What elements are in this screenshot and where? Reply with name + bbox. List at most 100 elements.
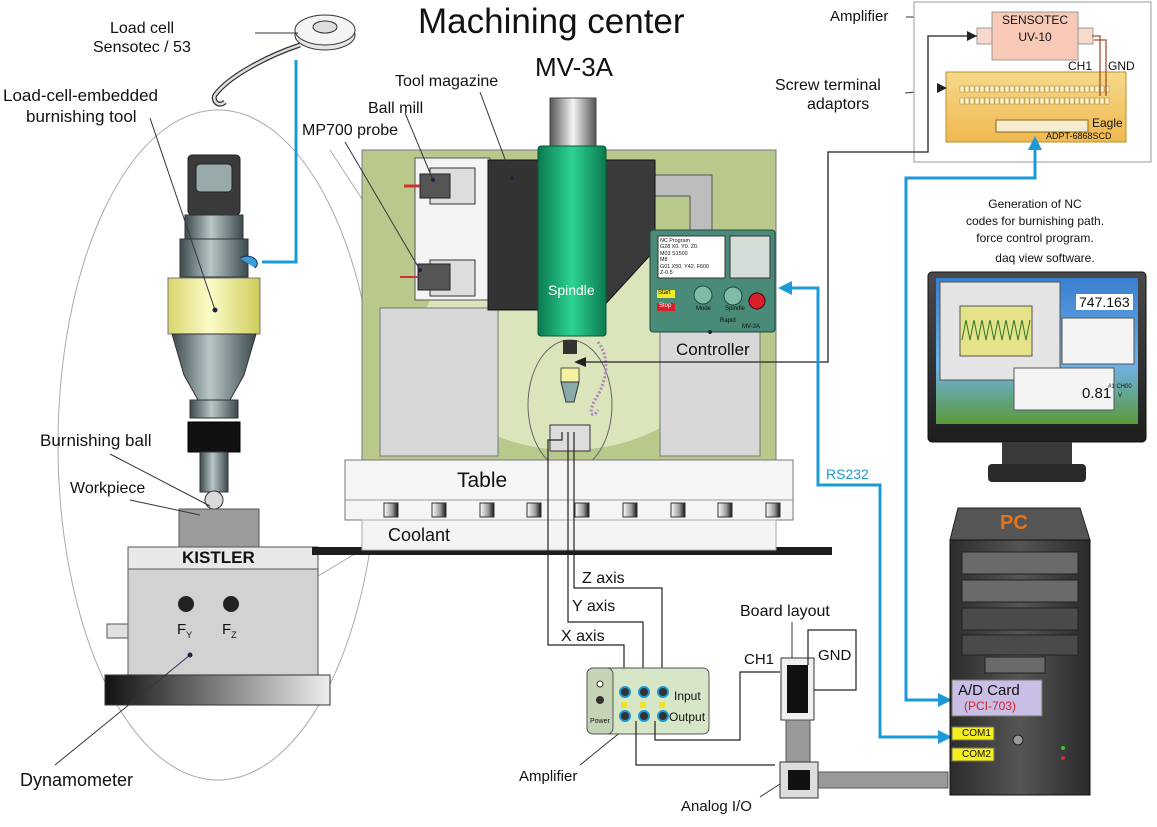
amplifier-top-label: Amplifier [830,8,889,25]
com2-label: COM2 [962,749,991,760]
tooling-mini [563,340,577,354]
table-label: Table [457,469,508,492]
terminal-screw [974,97,980,105]
sensotec-gnd-label: GND [1108,59,1135,73]
sensotec-ch1-wire [1092,35,1101,96]
dynamometer-top-plate [127,546,319,570]
terminal-screw [1049,97,1055,105]
detail-connector-line [329,149,367,206]
terminal-screw [1069,85,1075,93]
mode-dial-icon [693,285,713,305]
controller-model-label: MV-3A [742,324,761,330]
terminal-screw [1089,85,1095,93]
terminal-screw [1089,97,1095,105]
ad-card-box [951,679,1043,717]
controller-screen [657,235,726,279]
terminal-screw [999,97,1005,105]
amplifier-output-jacks [619,710,669,722]
terminal-screw [969,85,975,93]
sensotec-name: SENSOTEC [1001,13,1068,27]
arrow-head-icon [937,83,947,93]
fy-label: FY [177,621,193,640]
monitor-unit: V [1118,393,1123,399]
terminal-screw [1009,85,1015,93]
software-desc-4: daq view software. [995,251,1095,265]
ball-mill-icon [419,173,451,199]
fz-connector-icon [223,596,239,612]
sensotec-ch1-label: CH1 [1068,59,1093,73]
terminal-screw [1064,85,1070,93]
spindle-dial-icon [723,286,743,306]
coolant-hose [589,341,608,416]
machine-model-label: MV-3A [535,52,614,82]
terminal-screw [1029,97,1035,105]
terminal-screw [964,85,970,93]
daq-cable [904,146,1037,702]
dvd-drive-2 [961,579,1079,603]
terminal-screw [1039,85,1045,93]
sensotec-port-left [976,27,993,45]
com1-label: COM1 [962,728,991,739]
terminal-screw [1014,85,1020,93]
terminal-screw [1034,97,1040,105]
workpiece [178,508,260,548]
leader-dot [431,178,435,182]
power-switch-icon [596,696,604,704]
board-gnd-wire [807,629,857,691]
terminal-screw [1094,85,1100,93]
mp700-probe-label: MP700 probe [302,122,399,139]
ball-mill-label: Ball mill [368,100,424,117]
terminal-screw [1074,97,1080,105]
burnishing-tool-label-2: burnishing tool [26,107,137,126]
terminal-screw [989,85,995,93]
terminal-screw [994,97,1000,105]
terminal-screw [1019,97,1025,105]
amp-input-label: Input [674,689,701,703]
pc-power-button-icon [1012,734,1024,746]
pc-led-icon [1061,746,1065,750]
terminal-screw [1069,97,1075,105]
x-axis-label: X axis [561,628,605,645]
software-desc-1: Generation of NC [988,197,1082,211]
arrow-head-icon [967,31,977,41]
burnishing-ball-label: Burnishing ball [40,431,152,450]
terminal-screw [1024,85,1030,93]
terminal-screw [1064,97,1070,105]
sensotec-model: UV-10 [1018,30,1052,44]
terminal-screw [1084,97,1090,105]
controller-mode-label: Mode [696,306,712,312]
terminal-screw [1034,85,1040,93]
fy-connector-icon [178,596,194,612]
terminal-screw [1019,85,1025,93]
controller-label: Controller [676,340,750,359]
dynamometer-connector [106,623,129,639]
stop-button [657,303,675,311]
terminal-screw [979,97,985,105]
board-ch1-label: CH1 [744,651,775,668]
terminal-screw [974,85,980,93]
controller-spindle-label: Spindle [725,306,746,312]
com1-port [951,726,995,741]
leader-dot [708,330,712,334]
axis-signal-wires [547,432,663,683]
rs232-label: RS232 [826,466,869,482]
load-cell-cable [262,60,298,264]
terminal-screw [964,97,970,105]
analog-io-chip [788,770,810,790]
load-cell-icon [211,14,356,107]
terminal-screw [1039,97,1045,105]
terminal-screw [1049,85,1055,93]
amplifier-input-jacks [619,686,669,708]
coolant-pipe [312,547,832,555]
leader-dot [187,652,193,658]
column-left [379,307,499,457]
controller-rapid-label: Rapid [720,318,736,324]
ad-card-model: (PCI-703) [964,699,1017,713]
monitor-stand [1002,442,1072,464]
app-window-2 [1061,317,1135,365]
arrow-head-icon [574,357,586,367]
terminal-screw [1054,85,1060,93]
terminal-brand: Eagle [1092,116,1123,130]
pc-led-icon [1061,756,1065,760]
amp-to-board-wire [654,671,780,741]
